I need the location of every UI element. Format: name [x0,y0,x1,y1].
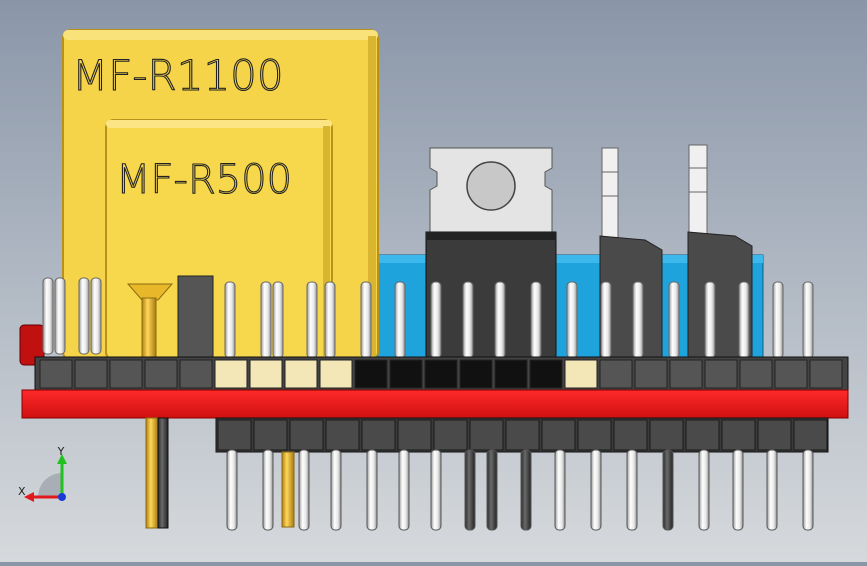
upper-pin [462,281,474,359]
lower-pin [262,449,274,531]
lower-pin [698,449,710,531]
header-lower-cell [757,419,792,451]
header-upper-cell [634,359,668,389]
transistor-right [687,144,753,358]
lower-pin [554,449,566,531]
upper-pin [494,281,506,359]
header-upper-cell [774,359,808,389]
lower-pin [330,449,342,531]
upper-pin [530,281,542,359]
triad-y-label: Y [57,445,65,458]
pcb-board [21,389,849,419]
lower-pin [226,449,238,531]
header-lower-cell [469,419,504,451]
header-lower-cell [649,419,684,451]
upper-pin [802,281,814,359]
header-lower-cell [253,419,288,451]
header-upper-cell [564,359,598,389]
header-lower-cell [325,419,360,451]
header-lower-cell [613,419,648,451]
header-lower-cell [289,419,324,451]
header-upper-cell [669,359,703,389]
orientation-triad[interactable]: Y X [18,445,67,502]
lower-pin [486,449,498,531]
header-lower-cell [505,419,540,451]
header-upper-cell [494,359,528,389]
upper-pin [360,281,372,359]
lower-pin [662,449,674,531]
header-upper-cell [214,359,248,389]
header-lower-cell [433,419,468,451]
upper-pin [566,281,578,359]
lower-pin [366,449,378,531]
header-upper-cell [704,359,738,389]
header-upper-cell [809,359,843,389]
header-upper-cell [319,359,353,389]
upper-pin [54,277,66,355]
upper-pin [90,277,102,355]
fuse-mf-r500: MF-R500 [105,119,333,361]
upper-pin [668,281,680,359]
header-lower-cell [541,419,576,451]
header-upper-cell [74,359,108,389]
upper-pin [260,281,272,359]
upper-pin [324,281,336,359]
header-lower-cell [361,419,396,451]
lower-pin [626,449,638,531]
header-upper-cell [249,359,283,389]
fuse-label-small: MF-R500 [116,157,292,203]
header-lower-cell [577,419,612,451]
header-lower [215,417,829,453]
upper-pin [600,281,612,359]
header-upper-cell [354,359,388,389]
header-lower-cell [397,419,432,451]
triad-x-label: X [18,485,26,498]
header-lower-cell [217,419,252,451]
upper-pin [430,281,442,359]
lower-pin [590,449,602,531]
upper-pin [224,281,236,359]
upper-pin [42,277,54,355]
upper-pin [738,281,750,359]
header-lower-cell [685,419,720,451]
upper-pin [632,281,644,359]
header-upper-cell [109,359,143,389]
lower-pin [398,449,410,531]
lower-pin-row [226,449,814,531]
lower-pin [766,449,778,531]
header-upper-cell [599,359,633,389]
header-upper-cell [389,359,423,389]
upper-pin [306,281,318,359]
upper-pin [704,281,716,359]
lower-pin [430,449,442,531]
header-upper-cell [739,359,773,389]
upper-pin [272,281,284,359]
fuse-label-large: MF-R1100 [72,51,284,100]
header-upper-cell [179,359,213,389]
header-upper-cell [39,359,73,389]
header-upper-cell [529,359,563,389]
upper-pin [394,281,406,359]
header-upper-cell [284,359,318,389]
upper-pin [772,281,784,359]
transistor-left [599,147,663,358]
header-upper-cell [459,359,493,389]
header-lower-cell [793,419,828,451]
upper-pin [78,277,90,355]
dark-block [177,275,214,361]
lower-pin [464,449,476,531]
lower-pin [802,449,814,531]
lower-pin [732,449,744,531]
lower-pin [520,449,532,531]
lower-pin [298,449,310,531]
gold-pin-lower [145,417,295,529]
header-upper-cell [144,359,178,389]
header-upper [34,356,849,392]
header-lower-cell [721,419,756,451]
header-upper-cell [424,359,458,389]
